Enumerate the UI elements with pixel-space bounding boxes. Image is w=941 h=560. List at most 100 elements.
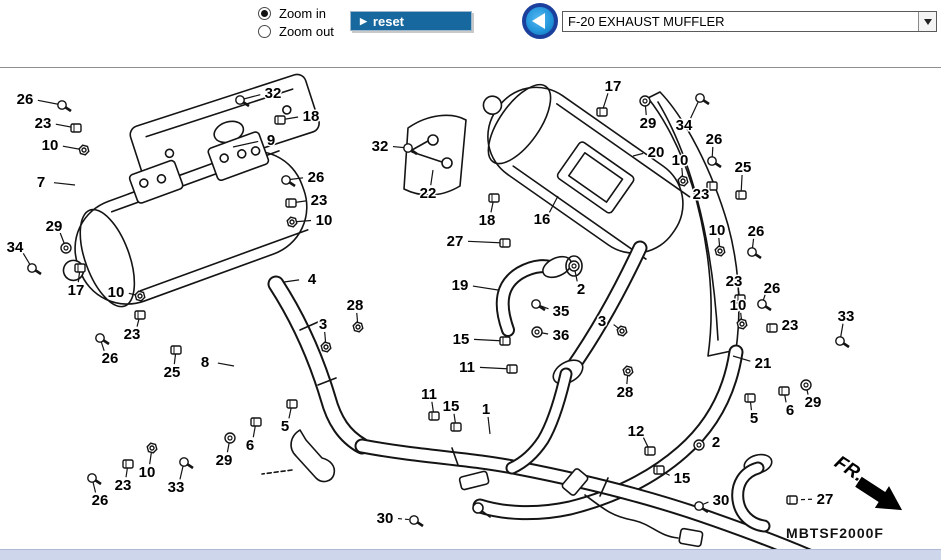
part-callout-34[interactable]: 34: [674, 93, 710, 136]
part-number-label: 29: [216, 452, 233, 469]
part-callout-11[interactable]: 11: [458, 358, 518, 378]
part-callout-7[interactable]: 7: [35, 173, 76, 193]
part-number-label: 33: [838, 308, 855, 325]
part-callout-29[interactable]: 29: [214, 432, 236, 471]
part-callout-19[interactable]: 19: [450, 276, 499, 296]
zoom-out-radio[interactable]: [258, 24, 271, 38]
part-callout-32[interactable]: 32: [235, 84, 283, 108]
part-callout-23[interactable]: 23: [766, 316, 800, 336]
part-callout-26[interactable]: 26: [281, 168, 326, 188]
part-callout-11[interactable]: 11: [420, 385, 440, 421]
part-callout-29[interactable]: 29: [44, 217, 72, 254]
part-number-label: 23: [693, 186, 710, 203]
part-callout-3[interactable]: 3: [596, 312, 628, 337]
part-callout-23[interactable]: 23: [691, 181, 718, 205]
part-callout-6[interactable]: 6: [778, 386, 796, 421]
part-callout-3[interactable]: 3: [317, 315, 332, 353]
part-number-label: 10: [730, 297, 747, 314]
part-callout-28[interactable]: 28: [615, 365, 635, 403]
back-button[interactable]: [522, 3, 558, 39]
part-callout-29[interactable]: 29: [638, 95, 658, 134]
play-arrow-icon: ▶: [360, 15, 367, 26]
part-callout-26[interactable]: 26: [757, 279, 782, 312]
part-callout-16[interactable]: 16: [532, 195, 559, 230]
part-callout-8[interactable]: 8: [199, 353, 235, 373]
part-callout-17[interactable]: 17: [66, 263, 86, 301]
part-callout-26[interactable]: 26: [95, 333, 120, 369]
reset-button[interactable]: ▶ reset: [350, 11, 472, 31]
part-callout-23[interactable]: 23: [113, 459, 134, 496]
part-callout-5[interactable]: 5: [279, 399, 298, 437]
part-callout-10[interactable]: 10: [707, 221, 727, 257]
part-callout-36[interactable]: 36: [531, 326, 571, 346]
part-callout-10[interactable]: 10: [286, 211, 334, 231]
part-callout-17[interactable]: 17: [596, 77, 623, 117]
part-number-label: 10: [672, 152, 689, 169]
part-callout-23[interactable]: 23: [724, 272, 746, 304]
toolbar: Zoom in Zoom out ▶ reset F-20 EXHAUST MU…: [0, 0, 941, 67]
zoom-out-option[interactable]: Zoom out: [258, 22, 334, 40]
part-number-label: 2: [712, 434, 720, 451]
select-arrow-button[interactable]: [918, 12, 936, 31]
part-callout-20[interactable]: 20: [632, 143, 666, 163]
part-callout-6[interactable]: 6: [244, 417, 262, 456]
part-callout-4[interactable]: 4: [283, 270, 318, 290]
part-callout-30[interactable]: 30: [375, 509, 424, 529]
side-shield-plate: [403, 114, 467, 196]
part-callout-33[interactable]: 33: [835, 307, 856, 349]
front-pipe-assembly: [354, 367, 815, 550]
part-callout-15[interactable]: 15: [451, 330, 511, 350]
part-callout-23[interactable]: 23: [33, 114, 82, 134]
part-callout-33[interactable]: 33: [166, 457, 194, 498]
part-callout-28[interactable]: 28: [345, 296, 365, 333]
part-callout-26[interactable]: 26: [704, 130, 724, 169]
part-callout-1[interactable]: 1: [480, 400, 492, 435]
part-number-label: 11: [459, 359, 475, 376]
part-callout-10[interactable]: 10: [106, 283, 146, 303]
part-callout-26[interactable]: 26: [87, 473, 110, 511]
part-number-label: 23: [782, 317, 799, 334]
part-callout-35[interactable]: 35: [531, 299, 571, 322]
part-callout-9[interactable]: 9: [232, 131, 277, 151]
part-callout-27[interactable]: 27: [445, 232, 511, 252]
part-callout-23[interactable]: 23: [285, 191, 329, 211]
stay-bracket: [261, 429, 336, 483]
part-callout-18[interactable]: 18: [274, 107, 321, 127]
part-callout-10[interactable]: 10: [670, 151, 690, 187]
part-callout-2[interactable]: 2: [568, 260, 587, 300]
part-callout-34[interactable]: 34: [5, 238, 42, 276]
part-callout-30[interactable]: 30: [694, 491, 731, 514]
part-callout-15[interactable]: 15: [653, 465, 692, 489]
part-callout-29[interactable]: 29: [800, 379, 823, 413]
part-number-label: 33: [168, 479, 185, 496]
part-callout-26[interactable]: 26: [746, 222, 766, 260]
part-callout-2[interactable]: 2: [693, 433, 722, 453]
part-number-label: 18: [303, 108, 320, 125]
part-callout-25[interactable]: 25: [733, 158, 753, 200]
part-callout-25[interactable]: 25: [162, 345, 182, 383]
part-callout-27[interactable]: 27: [786, 490, 835, 510]
part-callout-18[interactable]: 18: [477, 193, 500, 231]
section-select[interactable]: F-20 EXHAUST MUFFLER: [562, 11, 937, 32]
part-callout-21[interactable]: 21: [732, 354, 773, 374]
part-callout-22[interactable]: 22: [418, 169, 438, 204]
part-number-label: 23: [124, 326, 141, 343]
part-callout-26[interactable]: 26: [15, 90, 72, 113]
part-callout-12[interactable]: 12: [626, 422, 656, 456]
part-number-label: 26: [748, 223, 765, 240]
part-callout-15[interactable]: 15: [441, 397, 462, 432]
part-number-label: 23: [726, 273, 743, 290]
part-number-label: 29: [640, 115, 657, 132]
part-callout-10[interactable]: 10: [728, 296, 748, 330]
part-number-label: 10: [139, 464, 156, 481]
part-callout-5[interactable]: 5: [744, 393, 760, 429]
part-callout-10[interactable]: 10: [137, 442, 158, 483]
part-callout-23[interactable]: 23: [122, 310, 146, 345]
zoom-in-option[interactable]: Zoom in: [258, 4, 334, 22]
part-number-label: 25: [735, 159, 752, 176]
zoom-in-radio[interactable]: [258, 6, 271, 20]
part-callout-32[interactable]: 32: [370, 137, 418, 157]
part-number-label: 3: [319, 316, 327, 333]
part-callout-10[interactable]: 10: [40, 136, 90, 156]
